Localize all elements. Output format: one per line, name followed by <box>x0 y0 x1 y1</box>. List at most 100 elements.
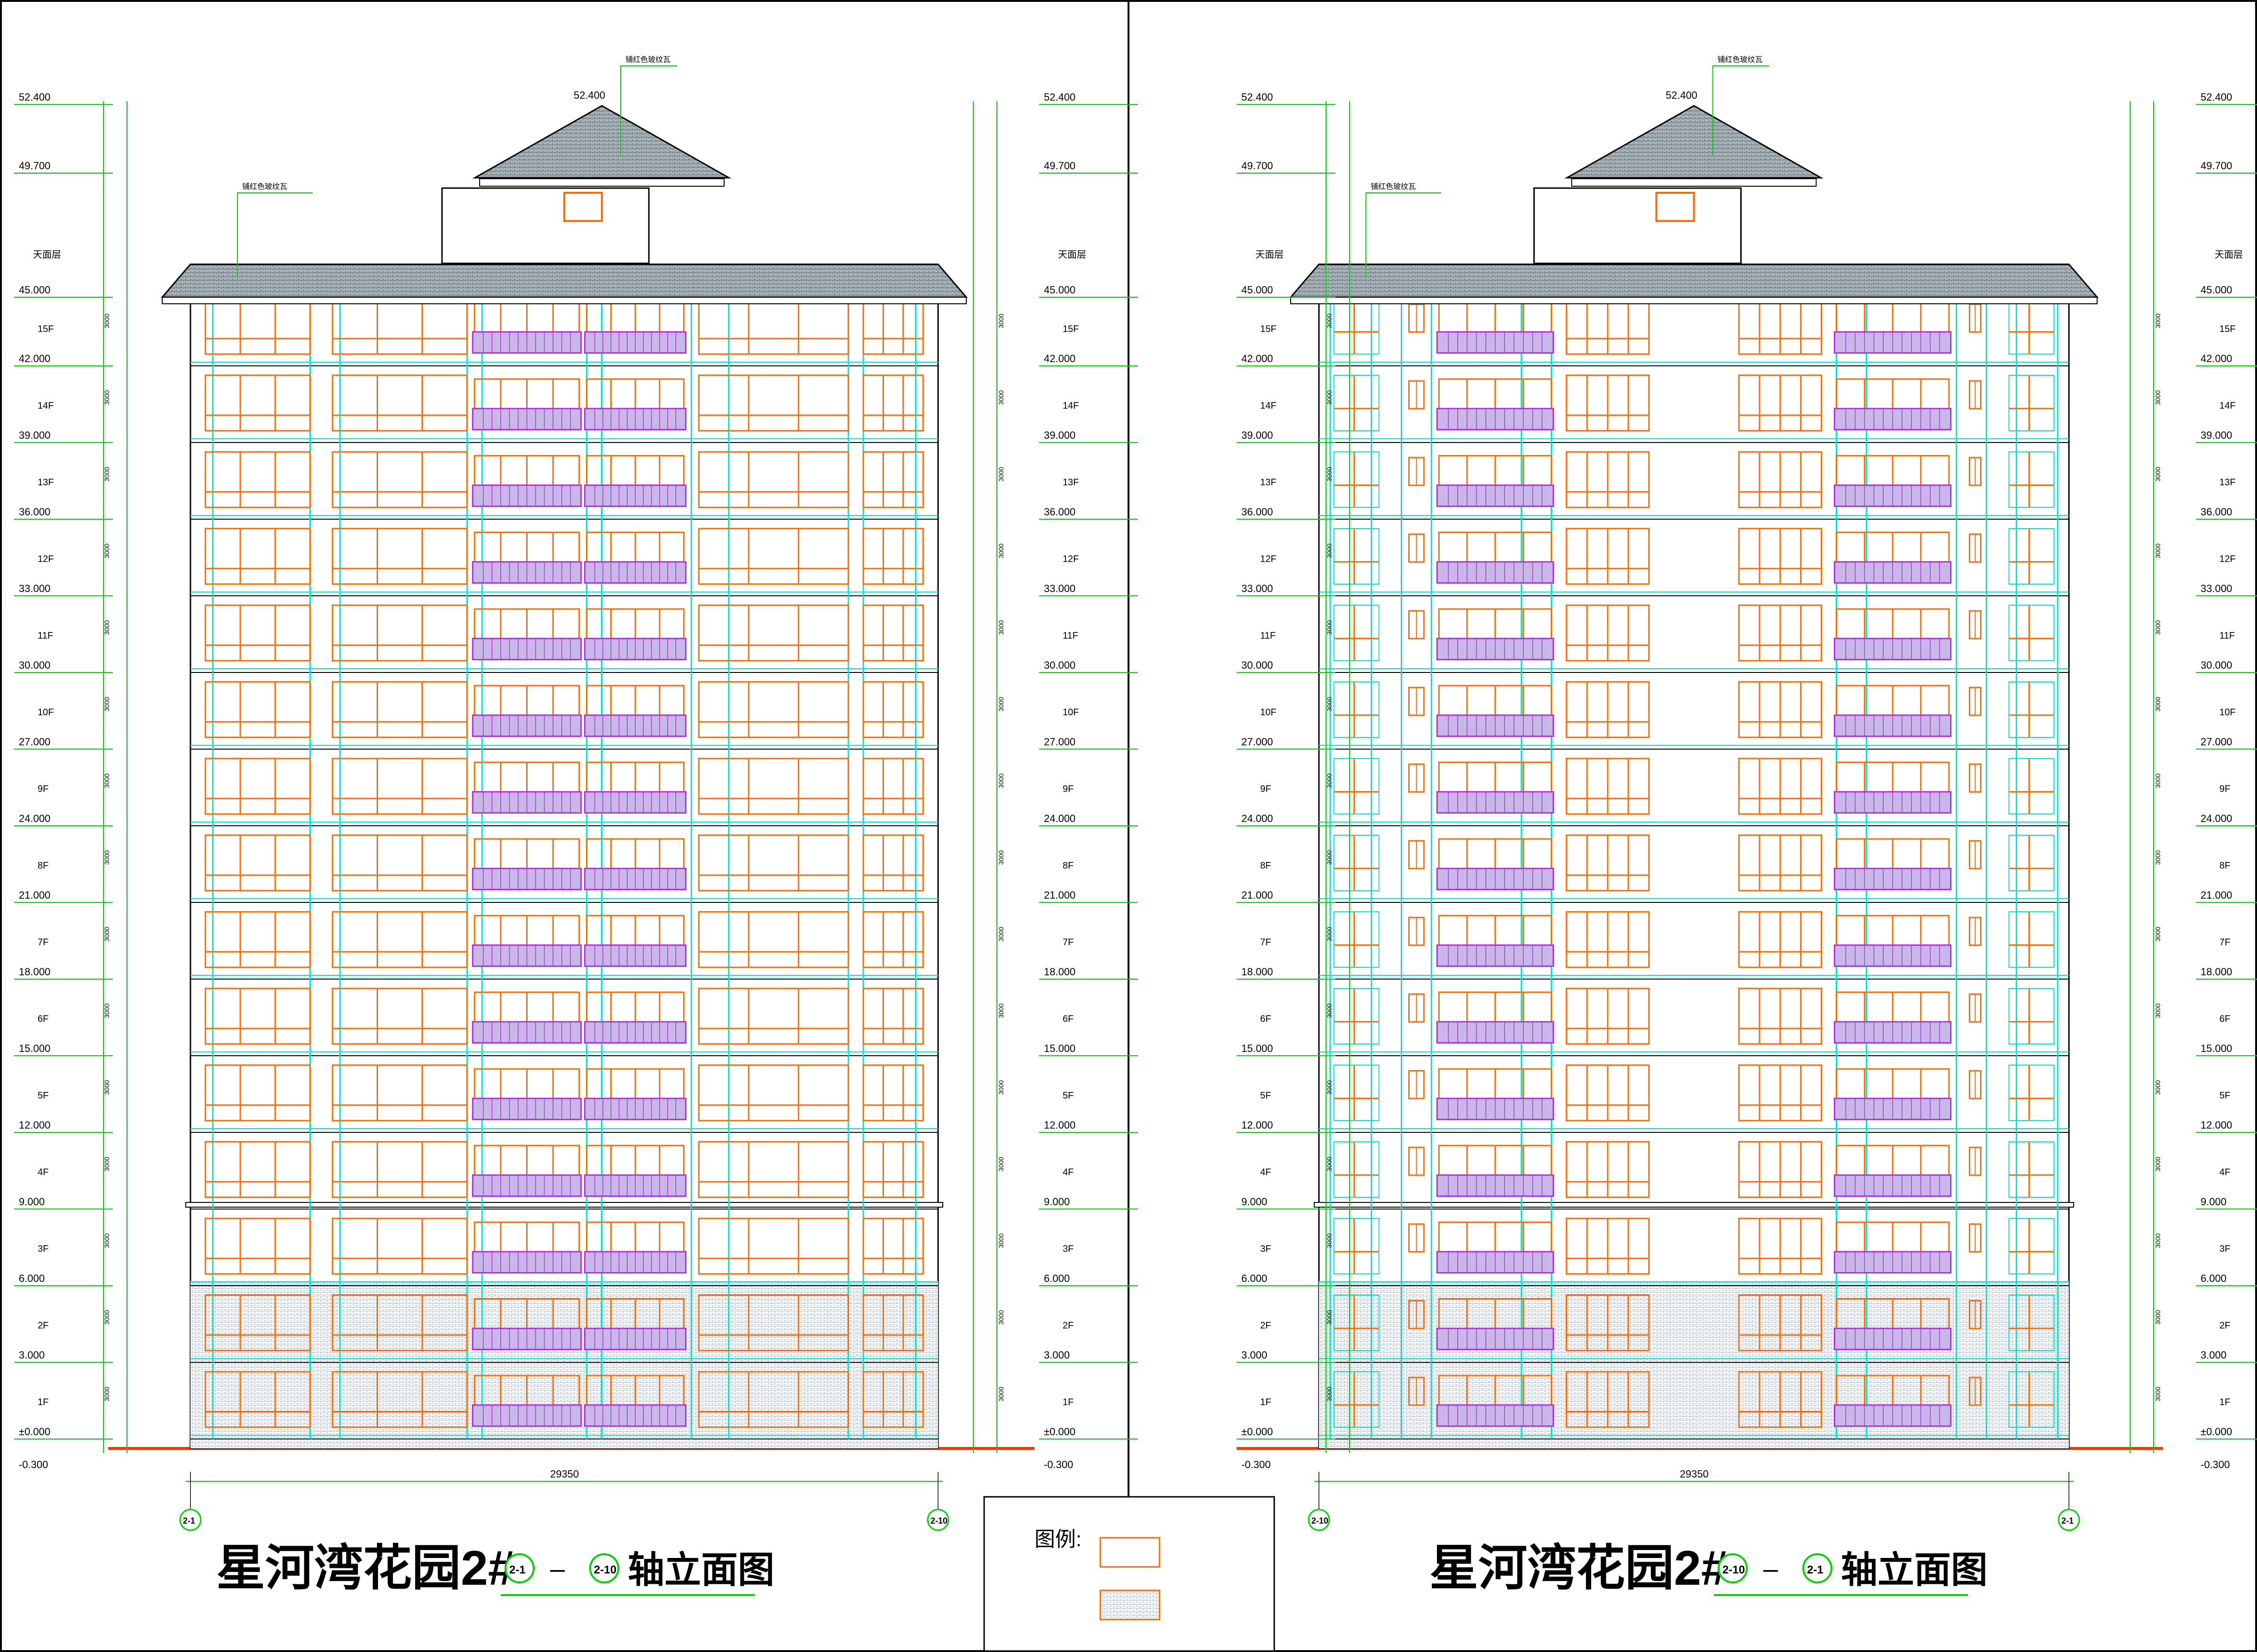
level-elevation: 21.000 <box>19 889 50 901</box>
window-frame <box>862 1294 924 1352</box>
level-floor-name: 9F <box>1260 784 1271 794</box>
level-floor-name: 14F <box>1063 401 1079 411</box>
level-floor-name: 9F <box>1063 784 1073 794</box>
level-elevation: 30.000 <box>1044 659 1075 671</box>
window-frame <box>331 1294 468 1352</box>
side-panel <box>2008 1065 2055 1121</box>
stair-tower <box>441 187 650 264</box>
dim-label: 3000 <box>1326 774 1333 788</box>
level-floor-name: 14F <box>1260 401 1276 411</box>
window-frame <box>862 834 924 892</box>
dim-label: 3000 <box>2154 850 2162 865</box>
level-floor-name: 10F <box>38 707 54 718</box>
elevation-right: ±0.0001F30003.0002F30006.0003F30009.0004… <box>1237 55 2257 1596</box>
window-frame <box>331 1371 468 1428</box>
level-floor-name: 1F <box>1063 1397 1073 1407</box>
level-elevation: 3.000 <box>1044 1349 1070 1361</box>
level-elevation: ±0.000 <box>1044 1426 1075 1438</box>
pavilion-eave <box>1571 178 1817 187</box>
level-upper: 49.700 <box>1044 160 1075 172</box>
level-elevation: ±0.000 <box>1241 1426 1273 1438</box>
window-frame <box>862 1141 924 1198</box>
level-elevation: 24.000 <box>1241 813 1273 824</box>
level-elevation: 18.000 <box>2201 966 2232 978</box>
window-frame <box>698 1371 849 1428</box>
level-elevation: 9.000 <box>1241 1196 1267 1208</box>
level-elevation: ±0.000 <box>19 1426 50 1438</box>
legend-swatch-outline <box>1099 1537 1160 1568</box>
window-frame <box>862 988 924 1045</box>
roof-top-level: 52.400 <box>1666 89 1697 101</box>
level-ground: -0.300 <box>19 1459 48 1470</box>
level-elevation: 24.000 <box>1044 813 1075 824</box>
window-frame <box>862 604 924 662</box>
level-upper: 49.700 <box>19 160 50 172</box>
window-frame <box>862 374 924 432</box>
dim-label: 3000 <box>2154 1080 2162 1095</box>
storey-row <box>1333 1217 2055 1275</box>
window-frame <box>205 1141 311 1198</box>
level-floor-name: 1F <box>2219 1397 2230 1407</box>
window-frame <box>205 681 311 738</box>
dim-label: 3000 <box>997 1233 1005 1248</box>
side-panel <box>2008 451 2055 508</box>
dim-label: 3000 <box>997 850 1005 865</box>
level-floor-name: 15F <box>38 324 54 334</box>
dim-label: 3000 <box>2154 544 2162 558</box>
window-frame <box>331 1141 468 1198</box>
level-elevation: 24.000 <box>19 813 50 824</box>
side-panel <box>2008 1295 2055 1351</box>
level-roof-floor: 天面层 <box>33 250 61 260</box>
level-elevation: 42.000 <box>1241 353 1273 364</box>
window-frame <box>862 1064 924 1122</box>
dim-label: 3000 <box>2154 1004 2162 1018</box>
level-elevation: 42.000 <box>1044 353 1075 364</box>
storey-row <box>1333 1064 2055 1122</box>
dim-label: 3000 <box>2154 1310 2162 1325</box>
title-axis-label: 2-1 <box>1807 1564 1823 1576</box>
cornice <box>185 1202 943 1208</box>
pavilion-roof <box>1564 105 1824 179</box>
level-floor-name: 9F <box>38 784 48 794</box>
level-elevation: 33.000 <box>1241 583 1273 594</box>
storey-row <box>1333 988 2055 1045</box>
span-dimension: 29350 <box>1680 1468 1709 1480</box>
axis-bubble-label: 2-1 <box>183 1516 195 1526</box>
legend-box: 图例: <box>983 1496 1275 1652</box>
axis-bubble-label: 2-10 <box>1311 1516 1328 1526</box>
level-roof-parapet: 45.000 <box>1241 284 1273 296</box>
level-elevation: 30.000 <box>1241 659 1273 671</box>
level-elevation: 3.000 <box>19 1349 45 1361</box>
dim-label: 3000 <box>1326 620 1333 635</box>
level-roof-floor: 天面层 <box>1255 250 1284 260</box>
window-frame <box>698 988 849 1045</box>
title-axis-label: 2-10 <box>594 1564 616 1576</box>
level-floor-name: 12F <box>2219 554 2235 564</box>
window-frame <box>205 1294 311 1352</box>
window-frame <box>205 988 311 1045</box>
level-floor-name: 8F <box>1063 861 1073 871</box>
level-floor-name: 10F <box>1063 707 1079 718</box>
level-floor-name: 6F <box>1063 1014 1073 1024</box>
level-floor-name: 6F <box>1260 1014 1271 1024</box>
side-panel <box>1333 1371 1380 1428</box>
dim-label: 3000 <box>103 1387 110 1401</box>
storey-row <box>1333 681 2055 738</box>
level-elevation: 39.000 <box>19 429 50 441</box>
side-panel <box>1333 911 1380 968</box>
level-floor-name: 5F <box>1063 1091 1073 1101</box>
side-panel <box>2008 605 2055 661</box>
axis-bubble <box>927 1509 949 1531</box>
level-floor-name: 3F <box>2219 1244 2230 1254</box>
axis-bubble <box>1308 1509 1330 1531</box>
level-upper: 49.700 <box>1241 160 1273 172</box>
window-frame <box>331 681 468 738</box>
dim-label: 3000 <box>103 314 110 328</box>
level-elevation: 6.000 <box>1241 1273 1267 1284</box>
side-panel <box>1333 681 1380 738</box>
level-floor-name: 6F <box>38 1014 48 1024</box>
level-elevation: 33.000 <box>19 583 50 594</box>
storey-row <box>1333 911 2055 968</box>
title-dash: – <box>1763 1554 1778 1583</box>
level-elevation: 39.000 <box>2201 429 2232 441</box>
